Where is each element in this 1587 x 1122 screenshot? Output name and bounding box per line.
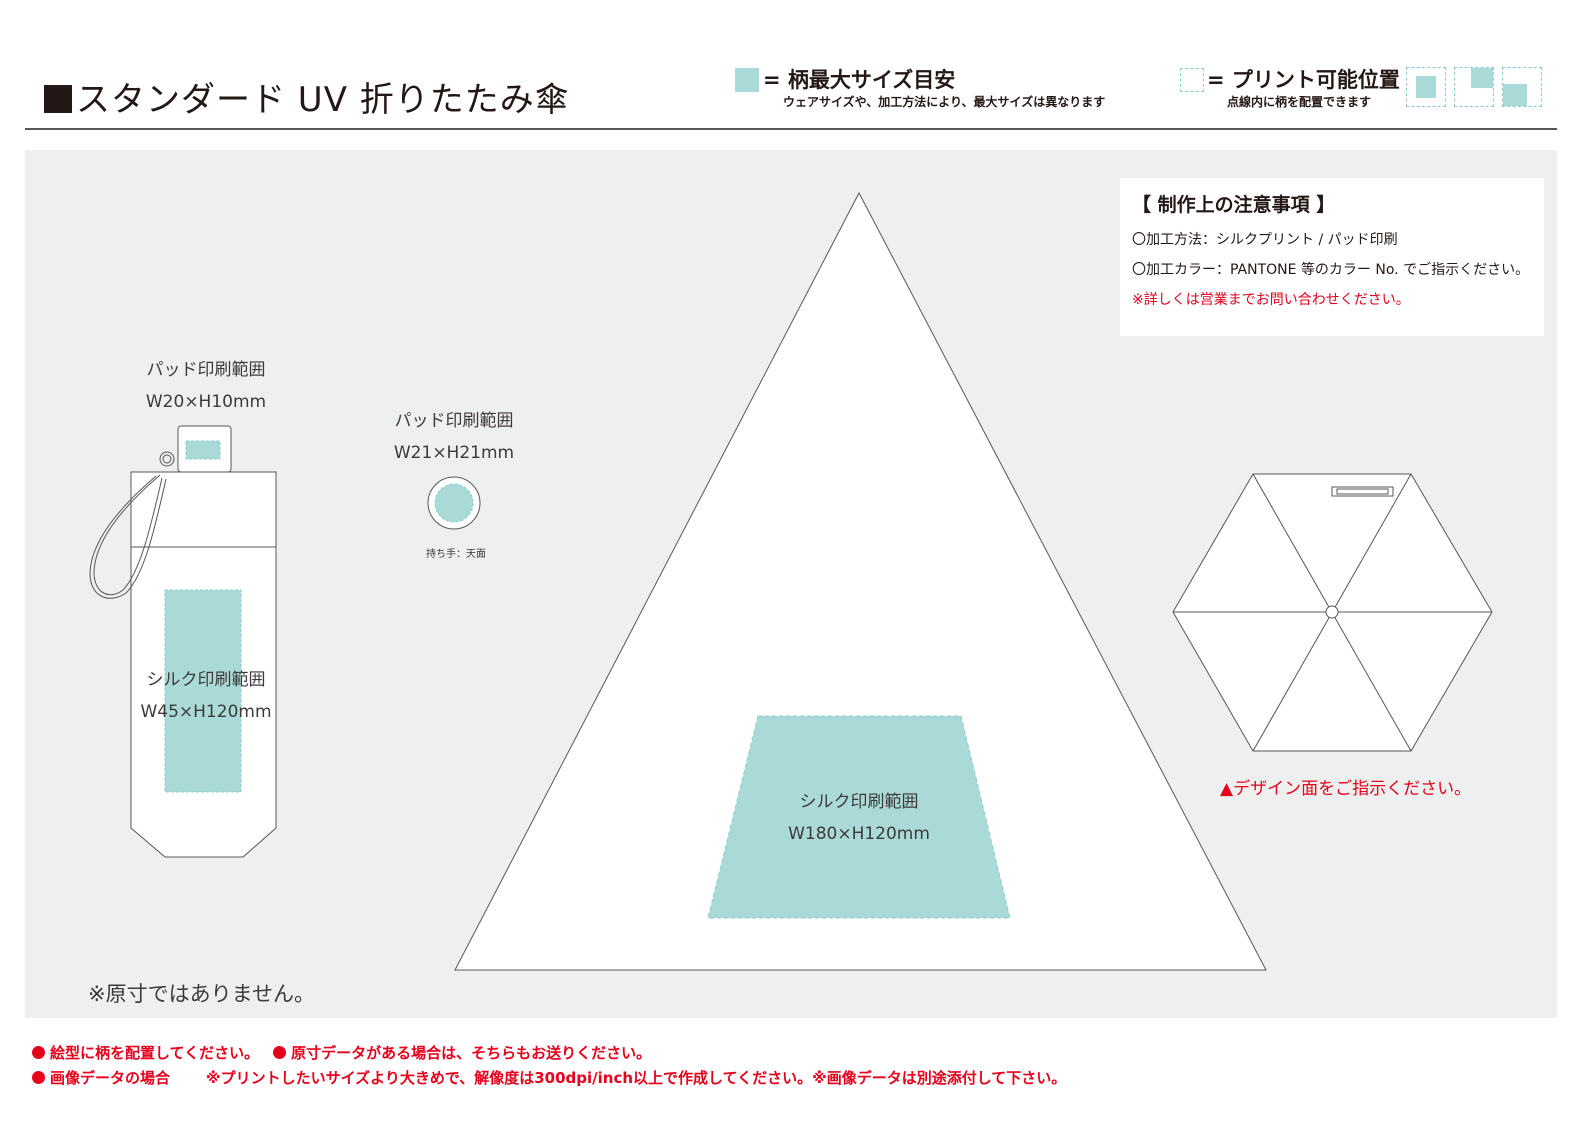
title-square-icon (44, 85, 72, 113)
pad-handle-title: パッド印刷範囲 (394, 411, 514, 431)
placement-example-center (1406, 67, 1446, 107)
strap (89, 451, 175, 599)
case-pad-print-area (185, 440, 221, 460)
silk-panel-size: W180×H120mm (788, 824, 930, 844)
silk-case-title: シルク印刷範囲 (146, 670, 266, 690)
notes-contact: ※詳しくは営業までお問い合わせください。 (1132, 292, 1410, 308)
legend-max-sub: ウェアサイズや、加工方法により、最大サイズは異なります (783, 95, 1106, 109)
umbrella-panel (454, 191, 1267, 971)
bullet-icon (32, 1071, 45, 1084)
header-divider (25, 128, 1557, 130)
pad-handle-label: パッド印刷範囲 W21×H21mm (354, 405, 554, 469)
notes-color: 〇加工カラー：PANTONE 等のカラー No. でご指示ください。 (1132, 262, 1530, 278)
silk-panel-title: シルク印刷範囲 (799, 792, 919, 812)
scale-note: ※原寸ではありません。 (88, 982, 315, 1006)
handle-caption: 持ち手：天面 (426, 549, 486, 560)
max-size-swatch (735, 68, 759, 92)
footer-line-2: 画像データの場合※プリントしたいサイズより大きめで、解像度は300dpi/inc… (32, 1067, 1066, 1088)
umbrella-top-view (1172, 473, 1493, 752)
notes-title: 【 制作上の注意事項 】 (1132, 194, 1336, 216)
design-side-note: ▲デザイン面をご指示ください。 (1220, 779, 1472, 799)
panel-silk-print-area (707, 715, 1011, 919)
legend-print-sub: 点線内に柄を配置できます (1227, 95, 1372, 109)
silk-case-size: W45×H120mm (140, 702, 272, 722)
print-area-swatch (1180, 68, 1204, 92)
placement-example-bottom-right (1502, 67, 1542, 107)
notes-method: 〇加工方法：シルクプリント / パッド印刷 (1132, 232, 1398, 248)
pad-handle-size: W21×H21mm (393, 443, 515, 463)
legend-max-label: = 柄最大サイズ目安 (763, 68, 956, 92)
silk-panel-label: シルク印刷範囲 W180×H120mm (759, 786, 959, 850)
placement-example-top-right (1454, 67, 1494, 107)
bullet-icon (32, 1046, 45, 1059)
case-silk-print-area (164, 589, 242, 793)
pad-case-label: パッド印刷範囲 W20×H10mm (106, 354, 306, 418)
handle-pad-print-area (434, 483, 474, 523)
legend-print-label: = プリント可能位置 (1207, 68, 1400, 92)
footer-line-1: 絵型に柄を配置してください。原寸データがある場合は、そちらもお送りください。 (32, 1042, 651, 1063)
page-title: スタンダード UV 折りたたみ傘 (44, 72, 570, 121)
silk-case-label: シルク印刷範囲 W45×H120mm (106, 664, 306, 728)
pad-case-title: パッド印刷範囲 (146, 360, 266, 380)
pad-case-size: W20×H10mm (145, 392, 267, 412)
bullet-icon (273, 1046, 287, 1059)
production-notes: 【 制作上の注意事項 】 〇加工方法：シルクプリント / パッド印刷 〇加工カラ… (1120, 178, 1544, 336)
